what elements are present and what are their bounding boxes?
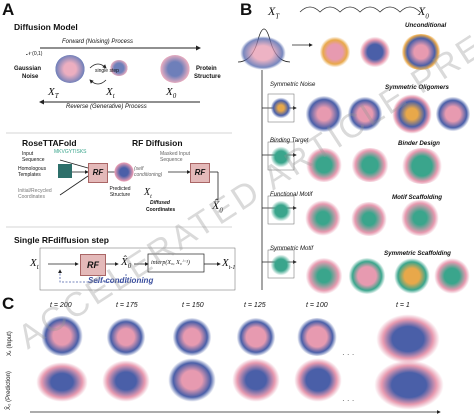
rf-box-diffusion: RF (190, 163, 210, 183)
homologous-label: Homologous Templates (18, 166, 47, 178)
symmetric-oligomer-2 (348, 96, 382, 132)
motif-scaffold-3 (400, 200, 440, 236)
protein-structure-blob (160, 55, 190, 83)
timestep-200: t = 200 (50, 302, 72, 309)
row-left-symmetric-motif: Symmetric Motif (270, 246, 314, 252)
panel-label-a: A (2, 0, 15, 19)
gaussian-label: Gaussian (14, 66, 42, 72)
ellipsis-row1: · · · (342, 350, 355, 359)
coordinates-label: Coordinates (146, 207, 176, 213)
rf-diffusion-xt: Xt (144, 187, 152, 200)
panel-b-x0: X0 (418, 4, 429, 21)
rf-box-rosettafold: RF (88, 163, 108, 183)
noise-label: Noise (22, 74, 39, 80)
binder-3 (400, 148, 444, 184)
intermediate-blob (110, 60, 128, 76)
input-structure-100 (296, 318, 338, 356)
forward-process-label: Forward (Noising) Process (62, 39, 134, 45)
binding-target-thumb (271, 146, 291, 168)
symmetric-scaffold-3 (394, 258, 430, 294)
rf-box-step: RF (80, 254, 106, 276)
masked-sequence-label: Masked Input Sequence (160, 151, 191, 163)
self-conditioning-small-label: (self conditioning) (134, 166, 163, 178)
prediction-structure-100 (294, 358, 342, 402)
row-left-functional-motif: Functional Motif (270, 192, 313, 198)
normal-label: 𝒩 (0,1) (26, 51, 43, 57)
reverse-process-label: Reverse (Generative) Process (66, 104, 147, 110)
input-structure-1 (376, 314, 440, 364)
timestep-1: t = 1 (396, 302, 410, 309)
input-sequence-label: Input Sequence (22, 151, 45, 163)
prediction-structure-200 (36, 362, 88, 402)
symmetric-oligomer-3 (392, 94, 432, 134)
input-structure-125 (236, 318, 276, 356)
x0-label: X0 (166, 86, 177, 101)
step-xt1: Xt-1 (222, 257, 236, 272)
row-label-motif-scaffolding: Motif Scaffolding (392, 194, 443, 201)
prediction-structure-175 (102, 360, 150, 402)
row-label-symmetric-scaffolding: Symmetric Scaffolding (384, 250, 451, 257)
sequence-text: MKVGYTISKS (54, 149, 87, 155)
timestep-150: t = 150 (182, 302, 204, 309)
symmetric-motif-thumb (271, 254, 291, 276)
binder-2 (350, 148, 390, 182)
unconditional-structure-1 (320, 36, 350, 68)
gaussian-noise-blob (55, 55, 85, 83)
diffused-label: Diffused (150, 200, 170, 206)
panel-b-xT: XT (268, 4, 280, 21)
self-conditioning-label: Self-conditioning (88, 276, 154, 285)
input-structure-150 (172, 318, 212, 356)
structure-label: Structure (194, 74, 221, 80)
unconditional-structure-3 (400, 34, 442, 70)
row-label-binder-design: Binder Design (398, 140, 440, 147)
panel-label-b: B (240, 0, 253, 19)
single-step-title: Single RFdiffusion step (14, 235, 109, 245)
protein-label: Protein (196, 66, 217, 72)
single-step-label: single step (95, 68, 119, 74)
input-structure-200 (40, 316, 84, 356)
xt-label: Xt (106, 86, 115, 101)
prediction-structure-150 (168, 358, 216, 402)
predicted-structure-label: Predicted Structure (109, 186, 131, 198)
row-label-symmetric-oligomers: Symmetric Oligomers (385, 84, 449, 91)
symmetric-scaffold-2 (348, 258, 386, 294)
rf-diffusion-title: RF Diffusion (132, 138, 183, 148)
unconditional-structure-2 (360, 36, 390, 68)
timestep-175: t = 175 (116, 302, 138, 309)
template-thumbnail (58, 164, 72, 178)
prediction-structure-125 (232, 358, 280, 402)
ellipsis-row2: · · · (342, 396, 355, 405)
functional-motif-thumb (271, 200, 291, 222)
step-xt: Xt (30, 257, 39, 272)
symmetric-oligomer-4 (436, 96, 470, 132)
xT-label: XT (48, 86, 59, 101)
row-left-symmetric-noise: Symmetric Noise (270, 82, 316, 88)
row-label-unconditional: Unconditional (405, 22, 447, 29)
timestep-125: t = 125 (244, 302, 266, 309)
motif-scaffold-2 (350, 202, 388, 236)
step-x0hat: X̂0 (121, 256, 132, 271)
input-structure-175 (106, 318, 146, 356)
symmetric-scaffold-4 (434, 258, 470, 294)
rf-diffusion-x0hat: X̂0 (212, 198, 223, 215)
initial-coords-label: Initial/Recycled Coordinates (18, 188, 52, 200)
interp-label: interp(X₀, X₀ⁱ⁻¹) (151, 260, 190, 266)
binder-1 (305, 148, 343, 182)
predicted-structure-blob (114, 162, 134, 182)
panel-label-c: C (2, 294, 15, 313)
diffusion-model-title: Diffusion Model (14, 22, 78, 32)
symmetric-scaffold-1 (305, 258, 343, 294)
noise-cloud-b (240, 36, 286, 70)
symmetric-oligomer-1 (305, 96, 343, 132)
motif-scaffold-1 (305, 200, 341, 236)
rosettafold-title: RoseTTAFold (22, 138, 77, 148)
symmetric-noise-thumb (271, 97, 291, 119)
row-left-binding-target: Binding Target (270, 138, 309, 144)
prediction-structure-1 (374, 360, 444, 410)
timestep-100: t = 100 (306, 302, 328, 309)
